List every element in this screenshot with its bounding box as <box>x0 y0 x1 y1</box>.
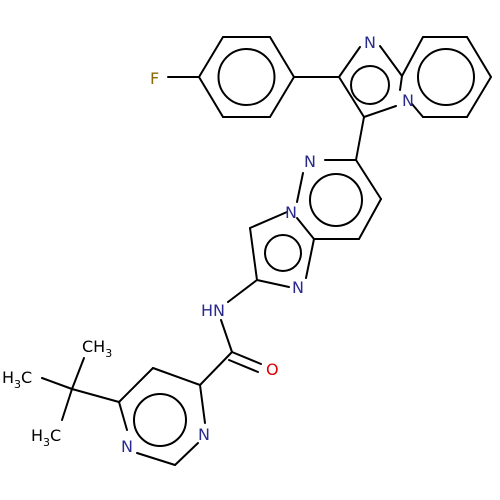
nitrogen-atom-pyrimidine-1: N <box>198 425 210 444</box>
amine-nh-label: HN <box>201 301 225 320</box>
methyl-label-left: H3C <box>2 368 32 391</box>
nitrogen-atom-pyridazine: N <box>304 152 316 171</box>
nitrogen-atom-imidazole-2: N <box>292 278 304 297</box>
imidazopyridine-ring <box>293 36 492 161</box>
methyl-label-top: CH3 <box>82 337 112 360</box>
methyl-label-bottom: H3C <box>31 426 61 449</box>
oxygen-atom-label: O <box>266 360 279 379</box>
fluorine-atom-label: F <box>150 69 159 88</box>
nitrogen-atom-pyrimidine-2: N <box>121 437 133 456</box>
nitrogen-atom-imidazole-bridge: N <box>402 91 414 110</box>
nitrogen-atom-bridgehead: N <box>285 203 297 222</box>
pyrimidine-ring <box>41 357 206 466</box>
nitrogen-atom-imidazole-top: N <box>364 33 376 52</box>
amide-group <box>199 319 262 386</box>
fluorophenyl-ring <box>167 36 295 118</box>
imidazopyridazine-ring <box>227 159 382 303</box>
